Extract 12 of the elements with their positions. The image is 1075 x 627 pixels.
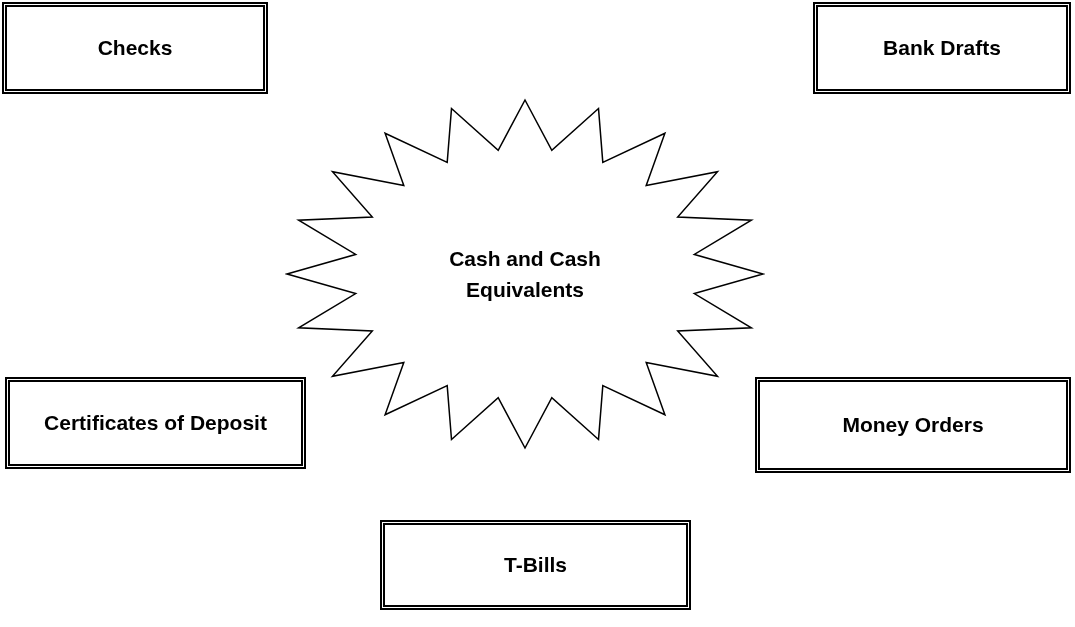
box-label: Checks	[97, 36, 173, 60]
box-label: Certificates of Deposit	[44, 411, 267, 435]
center-label: Cash and Cash Equivalents	[448, 245, 602, 303]
box-label: Money Orders	[842, 413, 984, 437]
double-bordered-box	[813, 2, 1071, 94]
double-bordered-box	[2, 2, 268, 94]
double-bordered-box	[380, 520, 691, 610]
box-label: Bank Drafts	[883, 36, 1001, 60]
box-label: T-Bills	[504, 553, 567, 577]
starburst-shape	[285, 98, 765, 450]
double-bordered-box	[5, 377, 306, 469]
double-bordered-box	[755, 377, 1071, 473]
